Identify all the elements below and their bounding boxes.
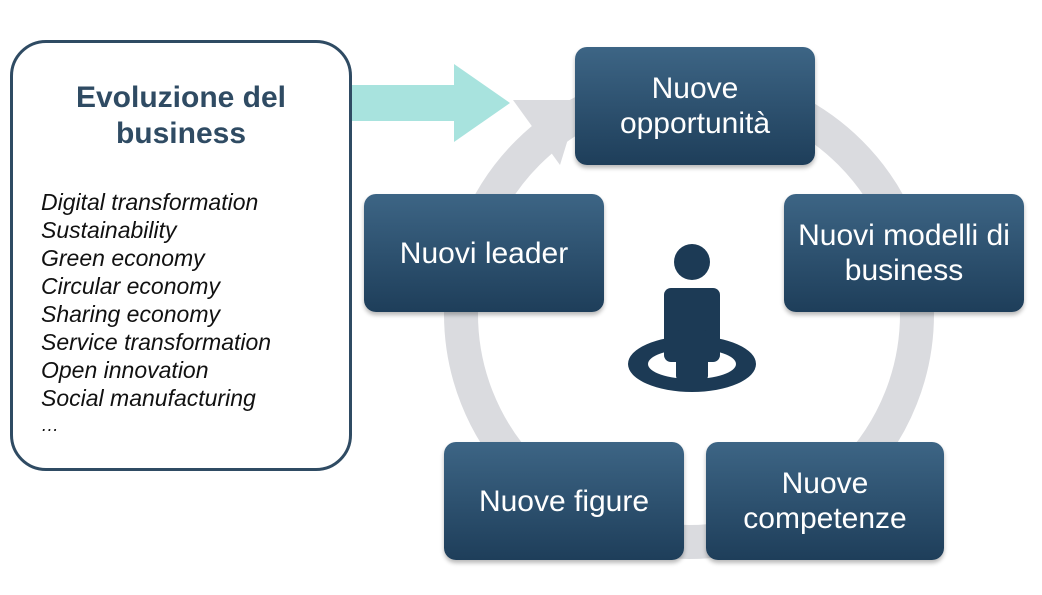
person-on-target-icon [628,244,756,392]
list-item: Circular economy [41,273,220,299]
list-item-ellipsis: … [41,415,59,435]
node-nuovi-modelli-di-business: Nuovi modelli di business [784,194,1024,312]
trend-list: Digital transformation Sustainability Gr… [41,188,271,438]
panel-title: Evoluzione del business [75,81,287,150]
node-label: Nuovi modelli di business [798,219,1010,287]
flow-arrow-icon [328,64,510,142]
list-item: Sharing economy [41,301,220,327]
node-label: Nuove figure [478,484,650,518]
node-nuovi-leader: Nuovi leader [364,194,604,312]
list-item: Open innovation [41,357,209,383]
node-label: Nuove competenze [743,467,907,535]
node-nuove-figure: Nuove figure [444,442,684,560]
node-label: Nuove opportunità [619,72,771,140]
node-nuove-opportunita: Nuove opportunità [575,47,815,165]
business-evolution-panel: Evoluzione del business Digital transfor… [10,40,352,471]
list-item: Digital transformation [41,189,259,215]
node-nuove-competenze: Nuove competenze [706,442,944,560]
list-item: Service transformation [41,329,272,355]
list-item: Green economy [41,245,205,271]
list-item: Sustainability [41,217,177,243]
node-label: Nuovi leader [399,236,569,270]
list-item: Social manufacturing [41,385,256,411]
cycle-arrowhead-icon [513,100,580,165]
